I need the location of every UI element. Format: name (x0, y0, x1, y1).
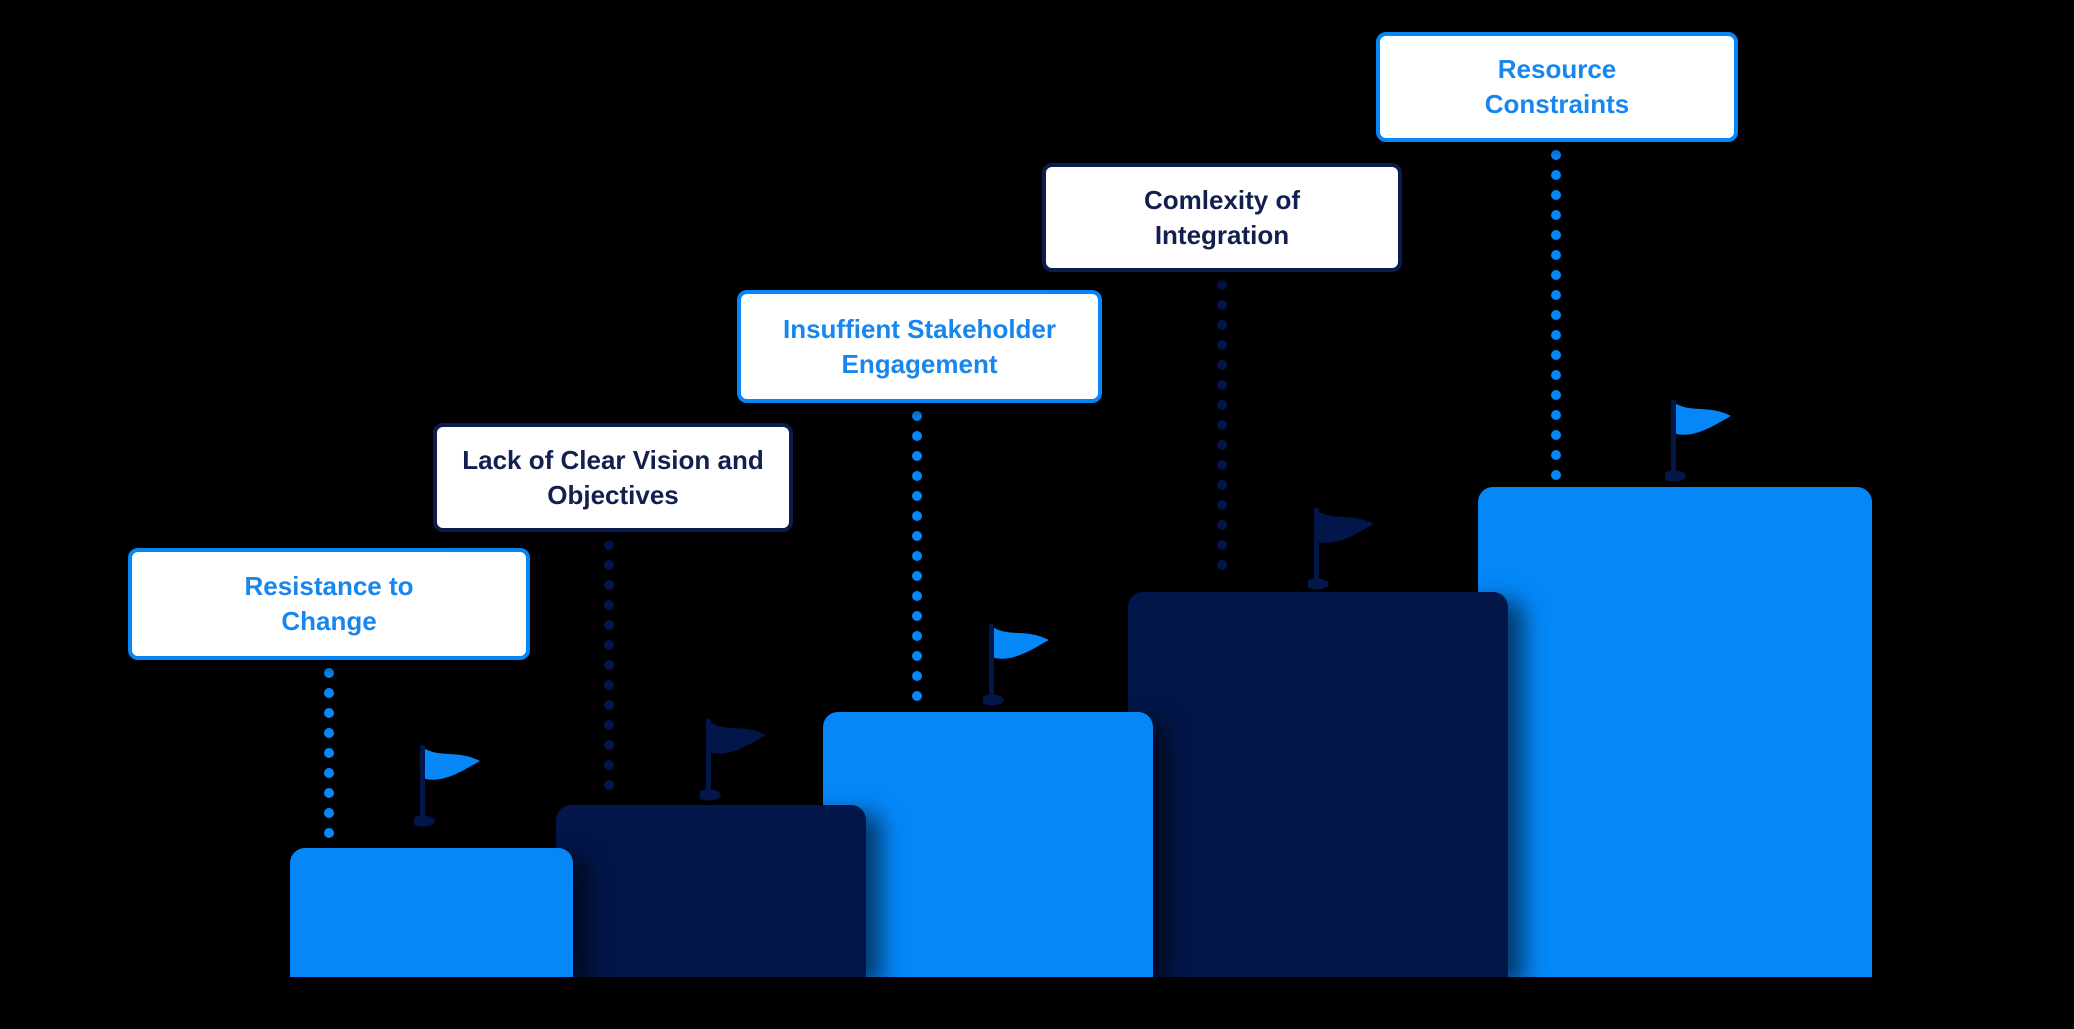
milestone-label: Lack of Clear Vision and Objectives (462, 444, 764, 510)
dot (324, 748, 334, 758)
dot (324, 788, 334, 798)
dot (1217, 340, 1227, 350)
milestone-bar (823, 712, 1153, 977)
dot (1217, 380, 1227, 390)
dot (324, 668, 334, 678)
dot (1551, 310, 1561, 320)
dot (604, 540, 614, 550)
dot (604, 700, 614, 710)
dot (912, 431, 922, 441)
milestone-label-box: Resistance to Change (128, 548, 530, 660)
flag-icon (414, 745, 480, 827)
dot (912, 531, 922, 541)
milestone-bar (556, 805, 866, 977)
dot (1217, 400, 1227, 410)
dot (912, 631, 922, 641)
dotted-connector (912, 411, 922, 708)
dot (604, 780, 614, 790)
dot (1551, 390, 1561, 400)
dot (1217, 500, 1227, 510)
milestone-label: Resource Constraints (1484, 54, 1630, 119)
flag-icon (1308, 508, 1374, 590)
dot (604, 740, 614, 750)
dot (604, 720, 614, 730)
flag-icon (700, 719, 766, 801)
milestone-label-box: Comlexity of Integration (1042, 163, 1402, 272)
dot (604, 580, 614, 590)
dot (912, 671, 922, 681)
dot (324, 708, 334, 718)
dot (1551, 290, 1561, 300)
dot (604, 660, 614, 670)
dot (604, 640, 614, 650)
dot (1551, 330, 1561, 340)
dotted-connector (324, 668, 334, 844)
dotted-connector (604, 540, 614, 802)
milestone-bar (290, 848, 573, 977)
dot (912, 451, 922, 461)
dot (912, 591, 922, 601)
dot (1217, 440, 1227, 450)
dot (1551, 410, 1561, 420)
dot (912, 571, 922, 581)
dot (912, 651, 922, 661)
dotted-connector (1217, 280, 1227, 588)
dot (1551, 350, 1561, 360)
flag-icon (1665, 400, 1731, 482)
dot (1217, 460, 1227, 470)
dot (1551, 190, 1561, 200)
dot (604, 600, 614, 610)
dot (1217, 300, 1227, 310)
dot (324, 828, 334, 838)
dot (324, 768, 334, 778)
dot (1217, 360, 1227, 370)
dot (604, 560, 614, 570)
dot (604, 760, 614, 770)
milestone-label: Insuffient Stakeholder Engagement (782, 313, 1057, 379)
dot (1551, 370, 1561, 380)
dot (912, 611, 922, 621)
dot (1551, 170, 1561, 180)
milestone-bar (1478, 487, 1872, 977)
dotted-connector (1551, 150, 1561, 483)
dot (1551, 150, 1561, 160)
milestone-label: Resistance to Change (244, 571, 414, 636)
milestone-label-box: Insuffient Stakeholder Engagement (737, 290, 1102, 403)
dot (604, 620, 614, 630)
milestone-label-box: Resource Constraints (1376, 32, 1738, 142)
dot (324, 728, 334, 738)
dot (324, 808, 334, 818)
dot (1217, 560, 1227, 570)
dot (912, 551, 922, 561)
dot (1217, 520, 1227, 530)
dot (1217, 420, 1227, 430)
dot (324, 688, 334, 698)
dot (912, 511, 922, 521)
dot (1551, 470, 1561, 480)
dot (1551, 250, 1561, 260)
dot (1217, 280, 1227, 290)
milestone-bar (1128, 592, 1508, 977)
dot (912, 411, 922, 421)
dot (1551, 450, 1561, 460)
dot (1217, 540, 1227, 550)
dot (1551, 230, 1561, 240)
dot (912, 691, 922, 701)
milestone-label: Comlexity of Integration (1143, 184, 1301, 250)
dot (1551, 210, 1561, 220)
dot (912, 471, 922, 481)
dot (1217, 320, 1227, 330)
dot (1551, 270, 1561, 280)
dot (1551, 430, 1561, 440)
dot (1217, 480, 1227, 490)
dot (604, 680, 614, 690)
dot (912, 491, 922, 501)
milestone-label-box: Lack of Clear Vision and Objectives (433, 423, 793, 532)
flag-icon (983, 624, 1049, 706)
